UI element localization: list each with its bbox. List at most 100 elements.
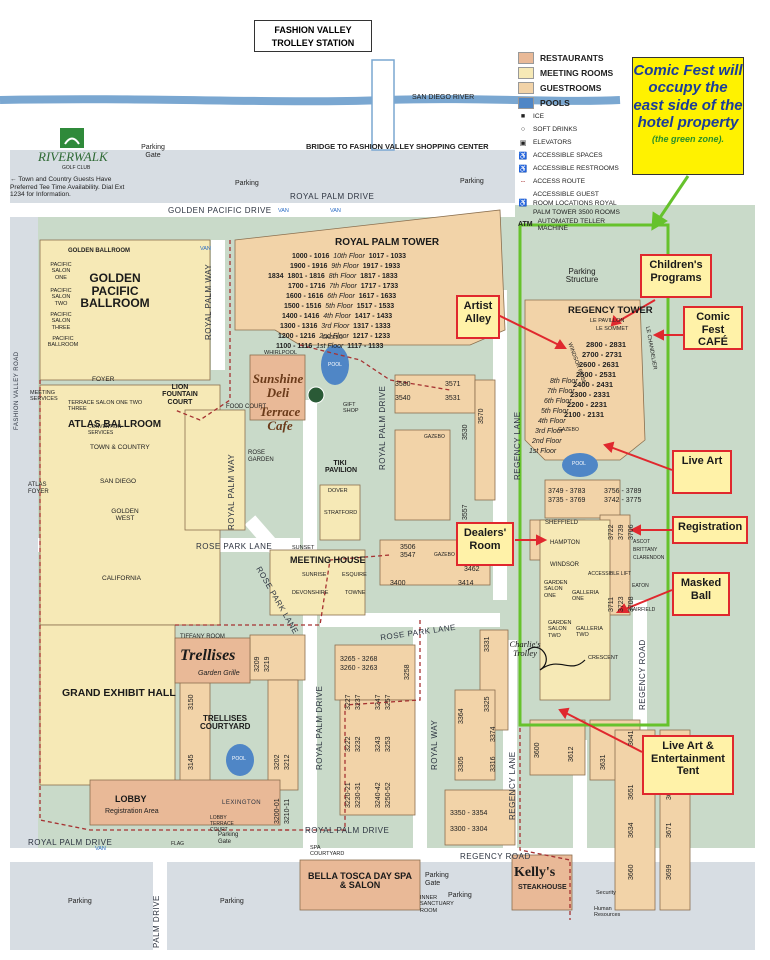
road-regency-lane: REGENCY LANE: [513, 411, 522, 480]
town-country-room: TOWN & COUNTRY: [90, 444, 150, 451]
regency-room-3: 2500 - 2531: [576, 370, 617, 379]
atm-icon: ATM: [518, 221, 533, 228]
sheffield-room: SHEFFIELD: [545, 520, 579, 526]
room-3325: 3325: [484, 696, 491, 712]
room-3247: 3247: [375, 694, 382, 710]
golden-pacific-ballroom: GOLDEN PACIFIC BALLROOM: [80, 271, 150, 311]
garden-salon-one: GARDEN SALON ONE: [544, 580, 568, 599]
tower-floor-row-7: 1300 - 1316 3rd Floor 1317 - 1333: [280, 323, 391, 330]
golden-west-room: GOLDEN WEST: [111, 508, 139, 523]
room-3699: 3699: [666, 864, 673, 880]
legend-soft-drinks: ○SOFT DRINKS: [518, 123, 628, 136]
sunshine-deli: Sunshine Deli: [252, 371, 304, 400]
sunset-room: SUNSET: [292, 545, 315, 551]
terrace-cafe: Terrace Cafe: [259, 404, 301, 433]
room-3220: 3220-21: [345, 782, 352, 808]
parking-south-1: Parking: [68, 898, 92, 905]
road-regency-road: REGENCY ROAD: [638, 639, 647, 710]
note-sub: (the green zone).: [651, 134, 724, 144]
room-3723: 3723: [618, 596, 625, 612]
access-route-icon: ┄: [520, 178, 526, 186]
pool-label-1: POOL: [328, 362, 342, 368]
san-diego-room: SAN DIEGO: [100, 478, 137, 485]
california-room: CALIFORNIA: [102, 575, 142, 582]
parking-north-2: Parking: [460, 178, 484, 185]
golf-logo-mark: [64, 137, 80, 145]
room-3305: 3305: [458, 756, 465, 772]
room-3531: 3531: [445, 395, 461, 402]
ice-icon: ■: [520, 113, 526, 120]
room-3243: 3243: [375, 736, 382, 752]
callout-dealers-room: Dealers' Room: [456, 522, 514, 566]
accessible-spaces-icon: ♿: [518, 152, 528, 160]
kellys-sub: STEAKHOUSE: [518, 884, 567, 891]
road-royal-palm-drive-mid: ROYAL PALM DRIVE: [378, 385, 387, 470]
room-3210: 3210-11: [284, 798, 291, 824]
callout-masked-ball: Masked Ball: [672, 572, 730, 616]
grand-exhibit-hall: GRAND EXHIBIT HALL: [62, 687, 176, 699]
room-3222: 3222: [345, 736, 352, 752]
room-3253: 3253: [385, 736, 392, 752]
esquire-room: ESQUIRE: [342, 572, 367, 578]
room-3711: 3711: [608, 596, 615, 612]
road-rose-park-lane: ROSE PARK LANE: [196, 542, 273, 551]
guestroom-buildings: [179, 209, 691, 911]
clarendon-room: CLARENDON: [633, 555, 665, 561]
road-regency-road-bottom: REGENCY ROAD: [460, 852, 531, 861]
room-3557: 3557: [462, 504, 469, 520]
le-sommet-label: LE SOMMET: [596, 326, 629, 332]
lobby: LOBBY: [115, 794, 147, 804]
road-royal-palm-drive-west: ROYAL PALM DRIVE: [28, 838, 113, 847]
galleria-two: GALLERIA TWO: [576, 626, 603, 639]
callout-arrows: [497, 299, 683, 753]
convention-services: CONVENTION SERVICES: [88, 424, 122, 436]
room-3350: 3350 - 3354: [450, 810, 488, 817]
gazebo-3: GAZEBO: [434, 552, 455, 558]
van-1: VAN: [278, 208, 289, 214]
tower-floor-row-2: 1834 1801 - 1816 8th Floor 1817 - 1833: [268, 273, 398, 280]
road-royal-palm-top: ROYAL PALM DRIVE: [290, 192, 375, 201]
tower-floor-row-3: 1700 - 1716 7th Floor 1717 - 1733: [288, 283, 399, 290]
tower-floor-row-6: 1400 - 1416 4th Floor 1417 - 1433: [282, 313, 393, 320]
access-route: [39, 240, 571, 920]
room-3209: 3209: [254, 656, 261, 672]
regency-room-6: 2200 - 2231: [567, 400, 608, 409]
regency-floor-4: 4th Floor: [538, 418, 566, 425]
regency-room-4: 2400 - 2431: [573, 380, 614, 389]
meeting-buildings: [39, 239, 611, 786]
bella-tosca: BELLA TOSCA DAY SPA & SALON: [307, 871, 413, 891]
brittany-room: BRITTANY: [633, 547, 658, 553]
room-3735: 3735 - 3769: [548, 497, 586, 504]
room-3722: 3722: [608, 524, 615, 540]
legend-guestrooms: GUESTROOMS: [518, 80, 628, 95]
towne-room: TOWNE: [345, 590, 366, 596]
hampton-room: HAMPTON: [550, 540, 580, 546]
legend-restaurants: RESTAURANTS: [518, 50, 628, 65]
room-3571: 3571: [445, 381, 461, 388]
lobby-sub: Registration Area: [105, 808, 159, 815]
inner-sanctuary: INNER SANCTUARY ROOM: [420, 895, 454, 914]
van-2: VAN: [330, 208, 341, 214]
comic-fest-green-zone: [518, 223, 670, 727]
elevators-icon: ▣: [519, 139, 527, 147]
pools-swatch: [518, 96, 534, 109]
regency-room-2: 2600 - 2631: [579, 360, 620, 369]
room-3570: 3570: [478, 408, 485, 424]
foyer-label: FOYER: [92, 376, 115, 383]
room-3316: 3316: [490, 756, 497, 772]
room-3739: 3739: [618, 524, 625, 540]
road-fashion-valley: FASHION VALLEY ROAD: [14, 351, 20, 430]
room-3237: 3237: [355, 694, 362, 710]
note-main: Comic Fest will occupy the east side of …: [633, 62, 743, 131]
legend-elevators: ▣ELEVATORS: [519, 139, 572, 147]
legend-pools: POOLS: [518, 95, 628, 110]
accessible-restrooms-icon: ♿: [518, 165, 528, 173]
rose-garden: ROSE GARDEN: [248, 450, 274, 463]
trellises: Trellises: [180, 647, 236, 664]
gazebo-2: GAZEBO: [424, 434, 445, 440]
regency-floor-5: 3rd Floor: [535, 428, 564, 435]
room-3374: 3374: [490, 726, 497, 742]
legend-ice: ■ICE: [518, 110, 628, 123]
room-3414: 3414: [458, 580, 474, 587]
